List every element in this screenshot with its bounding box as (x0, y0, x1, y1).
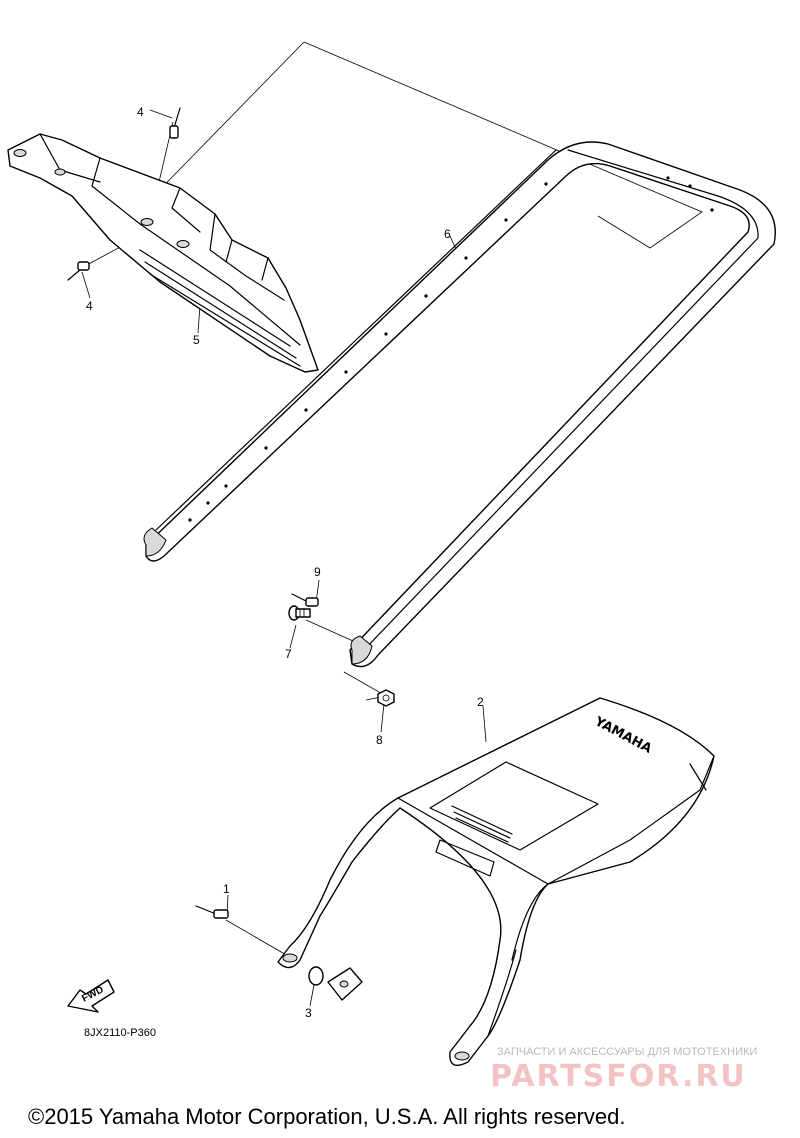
part-1-rivet (195, 905, 229, 919)
part-3-grommet (308, 966, 363, 1001)
part-4-rivet-upper (169, 107, 181, 139)
part-5-bracket (7, 133, 319, 373)
callout-9: 9 (314, 565, 321, 579)
callout-8: 8 (376, 733, 383, 747)
tube-holes (188, 176, 714, 522)
callout-6: 6 (444, 227, 451, 241)
callout-1: 1 (223, 882, 230, 896)
seat-vents (451, 805, 513, 843)
watermark-tagline: ЗАПЧАСТИ И АКСЕССУАРЫ ДЛЯ МОТОТЕХНИКИ (497, 1046, 757, 1058)
callout-3: 3 (305, 1006, 312, 1020)
watermark-logo: PARTSFOR.RU (490, 1059, 747, 1094)
callout-4-lower: 4 (86, 299, 93, 313)
diagram-code: 8JX2110-P360 (84, 1027, 156, 1039)
part-9-rivet (291, 593, 319, 607)
callout-2: 2 (477, 695, 484, 709)
part-7-bolt (288, 605, 311, 621)
callout-5: 5 (193, 333, 200, 347)
callout-4-upper: 4 (137, 105, 144, 119)
part-2-tail-cover: YAMAHA (277, 697, 715, 1066)
part-8-nut (377, 689, 395, 707)
part-6-tube (143, 141, 776, 668)
callout-7: 7 (285, 647, 292, 661)
fwd-arrow-icon: FWD (67, 979, 115, 1013)
part-4-rivet-lower (67, 261, 90, 281)
watermark: ЗАПЧАСТИ И АКСЕССУАРЫ ДЛЯ МОТОТЕХНИКИ PA… (490, 1046, 757, 1094)
copyright-text: ©2015 Yamaha Motor Corporation, U.S.A. A… (28, 1104, 625, 1129)
callout-numbers: 4 4 5 6 9 7 8 2 1 3 (86, 105, 484, 1020)
